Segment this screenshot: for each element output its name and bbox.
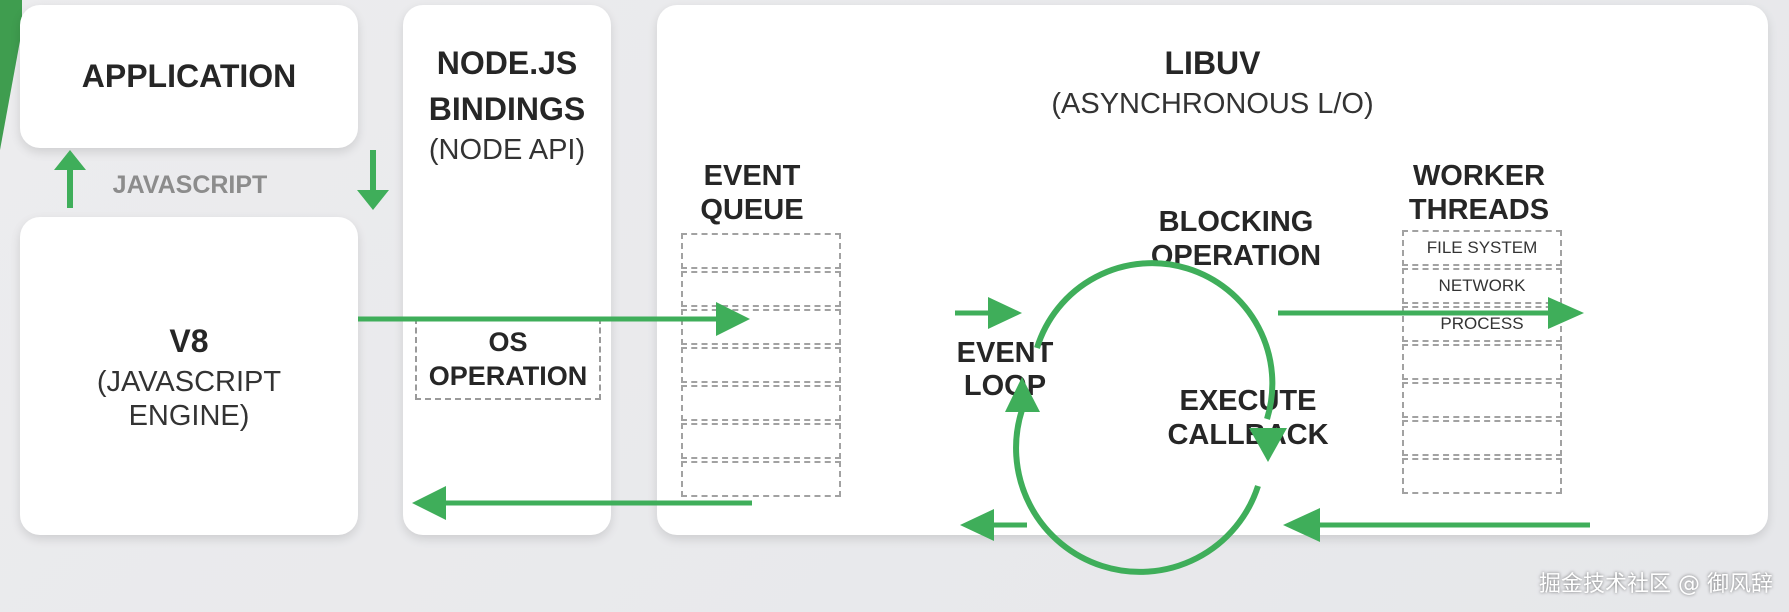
v8-title: V8 [169,323,209,359]
event-queue-label-line2: QUEUE [700,194,804,226]
worker-slot-network: NETWORK [1402,268,1562,304]
arrow-down-icon [357,150,389,210]
worker-slot [1402,420,1562,456]
bindings-title-line1: NODE.JS [436,45,578,81]
event-queue-slot [681,271,841,307]
v8-subtitle-line2: ENGINE) [128,400,250,432]
os-operation-line1: OS [488,327,528,357]
event-queue-slot [681,309,841,345]
os-operation-line2: OPERATION [428,361,588,391]
node-bindings-card [403,5,611,535]
corner-accent-stripe [0,0,22,150]
javascript-label: JAVASCRIPT [112,171,268,199]
event-loop-label-line1: EVENT [956,337,1054,369]
event-queue-slot [681,347,841,383]
worker-slot [1402,344,1562,380]
worker-slot [1402,458,1562,494]
event-queue-slot [681,233,841,269]
event-queue-label-line1: EVENT [703,160,801,192]
watermark-text: 掘金技术社区 @ 御风辞 [1539,572,1773,597]
libuv-title: LIBUV [1164,45,1261,81]
bindings-subtitle: (NODE API) [428,134,586,166]
bindings-title-line2: BINDINGS [428,91,586,127]
libuv-subtitle: (ASYNCHRONOUS L/O) [1051,88,1374,120]
event-queue-slot [681,385,841,421]
arrow-up-icon [54,150,86,208]
v8-card [20,217,358,535]
worker-threads-label-line1: WORKER [1412,160,1546,192]
blocking-operation-label-line2: OPERATION [1150,240,1322,272]
event-queue-slot [681,423,841,459]
application-card [20,5,358,148]
worker-slot-file-system: FILE SYSTEM [1402,230,1562,266]
application-title: APPLICATION [81,58,297,94]
event-loop-label-line2: LOOP [963,370,1047,402]
blocking-operation-label-line1: BLOCKING [1158,206,1314,238]
execute-callback-label-line2: CALLBACK [1167,419,1329,451]
worker-slot [1402,382,1562,418]
event-queue-slot [681,461,841,497]
worker-threads-label-line2: THREADS [1408,194,1550,226]
execute-callback-label-line1: EXECUTE [1179,385,1317,417]
v8-subtitle-line1: (JAVASCRIPT [96,366,282,398]
worker-slot-process: PROCESS [1402,306,1562,342]
